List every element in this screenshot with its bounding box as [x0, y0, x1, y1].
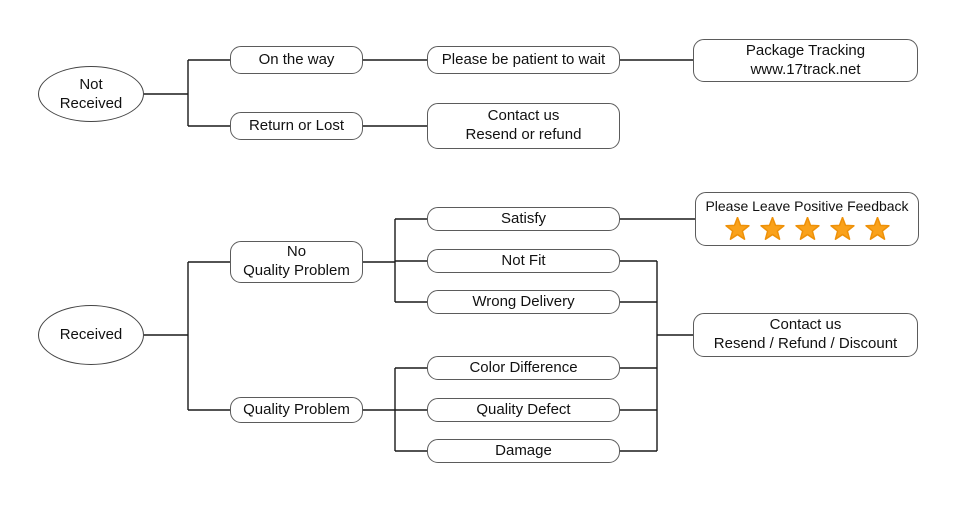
node-label: Quality Problem	[243, 400, 350, 418]
node-contact-resend-refund-discount: Contact us Resend / Refund / Discount	[693, 313, 918, 357]
node-label: Not Fit	[501, 251, 546, 269]
node-label: Damage	[495, 441, 552, 459]
node-received: Received	[38, 305, 144, 365]
node-return-or-lost: Return or Lost	[230, 112, 363, 140]
star-icon	[864, 217, 890, 241]
star-icon	[759, 217, 785, 241]
node-color-difference: Color Difference	[427, 356, 620, 380]
node-quality-problem: Quality Problem	[230, 397, 363, 423]
star-row	[724, 217, 891, 241]
node-quality-defect: Quality Defect	[427, 398, 620, 422]
node-label-line1: Contact us	[487, 107, 560, 125]
node-label: Quality Defect	[476, 400, 571, 418]
node-wrong-delivery: Wrong Delivery	[427, 290, 620, 314]
node-label: Color Difference	[469, 358, 578, 376]
node-package-tracking: Package Tracking www.17track.net	[693, 39, 918, 82]
node-label: Please Leave Positive Feedback	[705, 197, 909, 214]
node-label-line1: Contact us	[769, 316, 842, 334]
node-positive-feedback: Please Leave Positive Feedback	[695, 192, 919, 246]
node-on-the-way: On the way	[230, 46, 363, 74]
node-label: Wrong Delivery	[472, 292, 575, 310]
star-icon	[794, 217, 820, 241]
node-label-line2: Quality Problem	[243, 262, 350, 279]
node-contact-resend-refund: Contact us Resend or refund	[427, 103, 620, 149]
node-satisfy: Satisfy	[427, 207, 620, 231]
node-label-line2: www.17track.net	[750, 60, 861, 78]
node-label: Received	[59, 326, 123, 344]
node-label: Please be patient to wait	[441, 50, 606, 68]
node-no-quality-problem: No Quality Problem	[230, 241, 363, 283]
node-label-line1: Not	[79, 75, 103, 93]
node-please-be-patient: Please be patient to wait	[427, 46, 620, 74]
node-damage: Damage	[427, 439, 620, 463]
node-label-line2: Resend / Refund / Discount	[713, 335, 898, 352]
node-not-fit: Not Fit	[427, 249, 620, 273]
node-label: Return or Lost	[248, 116, 345, 134]
node-label-line2: Resend or refund	[465, 126, 582, 143]
node-label: On the way	[258, 50, 335, 68]
star-icon	[724, 217, 750, 241]
star-icon	[829, 217, 855, 241]
node-label-line1: Package Tracking	[745, 41, 866, 59]
node-label-line1: No	[286, 243, 307, 261]
node-label: Satisfy	[500, 209, 546, 227]
node-not-received: Not Received	[38, 66, 144, 122]
node-label-line2: Received	[59, 95, 123, 112]
